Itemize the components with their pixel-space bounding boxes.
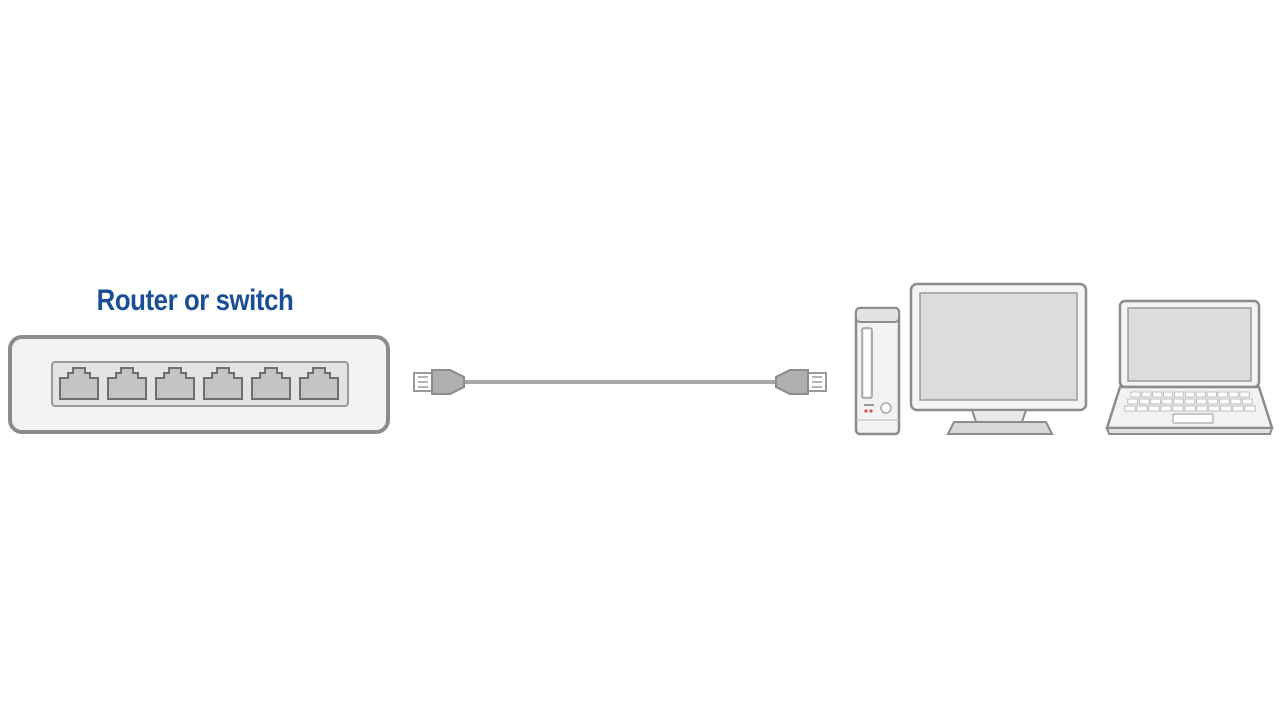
keyboard-key bbox=[1184, 405, 1196, 412]
ethernet-port-icon bbox=[155, 367, 195, 400]
keyboard-key bbox=[1174, 391, 1185, 398]
ethernet-port-icon bbox=[251, 367, 291, 400]
keyboard-key bbox=[1244, 405, 1256, 412]
monitor-icon bbox=[909, 282, 1088, 435]
router-ports bbox=[59, 367, 339, 400]
keyboard-key bbox=[1163, 391, 1174, 398]
keyboard-key bbox=[1160, 405, 1172, 412]
ethernet-port-icon bbox=[299, 367, 339, 400]
keyboard-key bbox=[1241, 398, 1253, 405]
keyboard-key bbox=[1232, 405, 1244, 412]
keyboard-key bbox=[1173, 398, 1184, 405]
rj45-connector-left bbox=[413, 369, 465, 395]
keyboard-key bbox=[1184, 391, 1196, 398]
keyboard-key bbox=[1141, 391, 1152, 398]
router-switch bbox=[8, 335, 390, 434]
ethernet-cable bbox=[413, 369, 827, 395]
keyboard-key bbox=[1136, 405, 1148, 412]
keyboard-key bbox=[1172, 405, 1184, 412]
keyboard-key bbox=[1150, 398, 1161, 405]
keyboard-key bbox=[1124, 405, 1136, 412]
keyboard-key bbox=[1127, 398, 1139, 405]
keyboard-key bbox=[1152, 391, 1163, 398]
keyboard-key bbox=[1148, 405, 1160, 412]
keyboard-key bbox=[1217, 391, 1228, 398]
desktop-tower-icon bbox=[854, 306, 901, 436]
keyboard-key bbox=[1196, 405, 1208, 412]
keyboard-key bbox=[1239, 391, 1250, 398]
router-label: Router or switch bbox=[96, 284, 294, 317]
keyboard-key bbox=[1184, 398, 1196, 405]
ethernet-port-icon bbox=[59, 367, 99, 400]
keyboard-key bbox=[1208, 405, 1220, 412]
keyboard-key bbox=[1195, 391, 1206, 398]
laptop-keyboard bbox=[1124, 391, 1256, 412]
keyboard-key bbox=[1207, 398, 1219, 405]
keyboard-key bbox=[1138, 398, 1150, 405]
keyboard-key bbox=[1196, 398, 1207, 405]
ethernet-port-icon bbox=[107, 367, 147, 400]
keyboard-key bbox=[1230, 398, 1242, 405]
keyboard-key bbox=[1206, 391, 1217, 398]
laptop-touchpad bbox=[1172, 413, 1214, 424]
keyboard-key bbox=[1161, 398, 1173, 405]
laptop-icon bbox=[1105, 299, 1274, 435]
ethernet-port-icon bbox=[203, 367, 243, 400]
keyboard-key bbox=[1220, 405, 1232, 412]
keyboard-key bbox=[1228, 391, 1239, 398]
rj45-connector-right bbox=[775, 369, 827, 395]
keyboard-key bbox=[1130, 391, 1141, 398]
keyboard-key bbox=[1219, 398, 1230, 405]
